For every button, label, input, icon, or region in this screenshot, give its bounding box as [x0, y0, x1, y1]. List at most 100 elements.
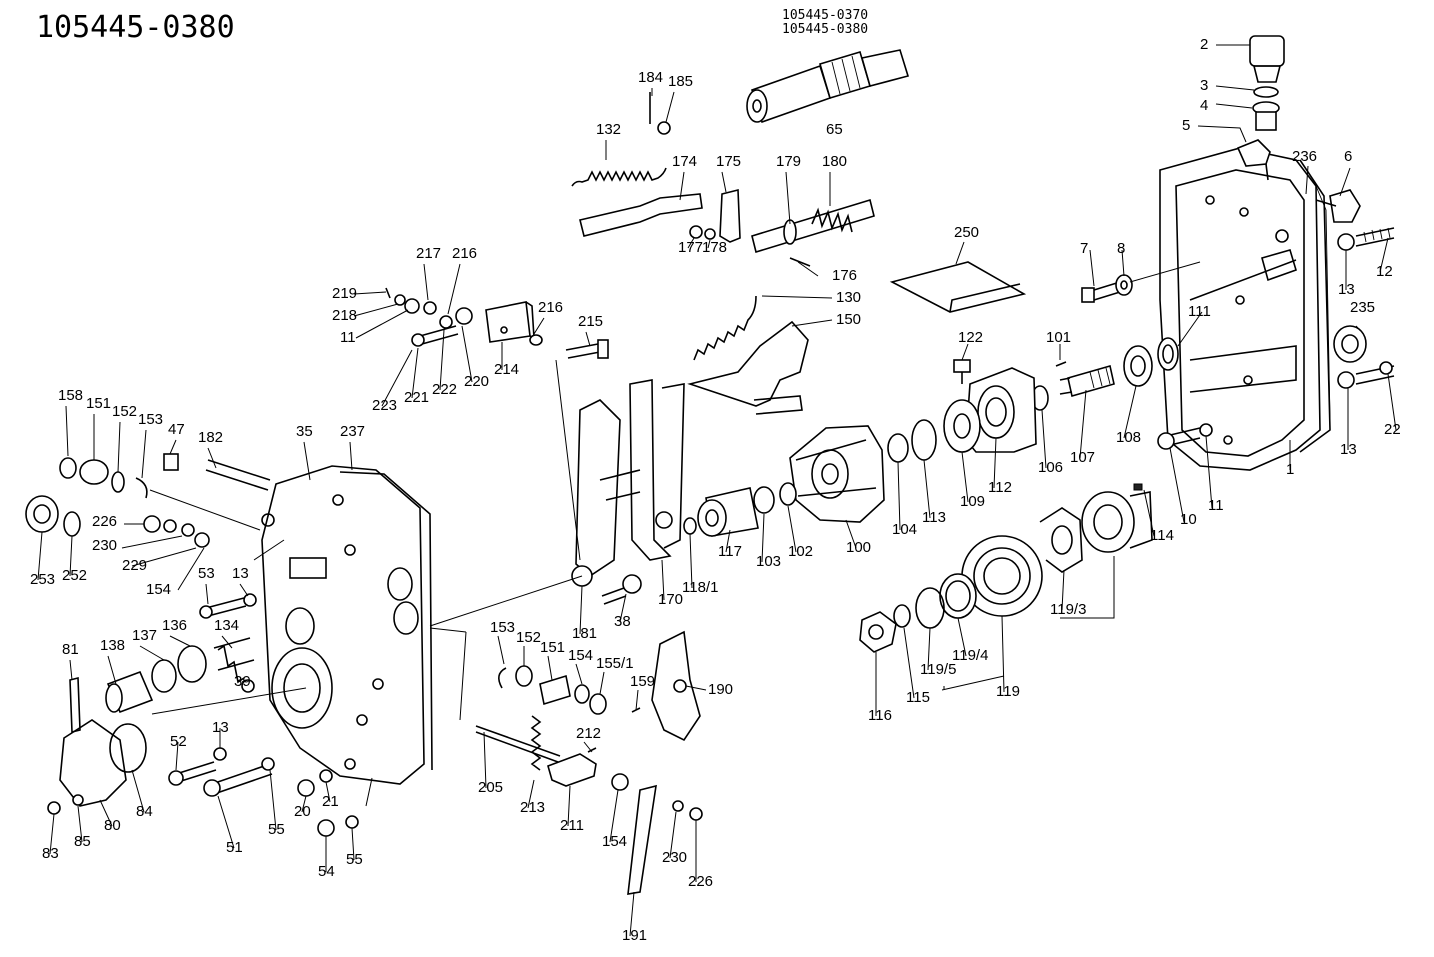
shaft-group-middle [498, 630, 701, 742]
callout-222: 222 [432, 381, 457, 398]
callout-212: 212 [576, 725, 601, 742]
sleeve-117-rings [683, 482, 797, 537]
callout-230: 230 [92, 537, 117, 554]
callout-226: 226 [688, 873, 713, 890]
callout-138: 138 [100, 637, 125, 654]
callout-81: 81 [62, 641, 79, 658]
callout-38: 38 [614, 613, 631, 630]
callout-153: 153 [490, 619, 515, 636]
callout-152: 152 [112, 403, 137, 420]
callout-177: 177 [678, 239, 703, 256]
bracket-175 [719, 188, 741, 243]
callout-111: 111 [1188, 303, 1211, 320]
callout-108: 108 [1116, 429, 1141, 446]
callout-155-1: 155/1 [596, 655, 634, 672]
callout-216: 216 [538, 299, 563, 316]
screw-176 [789, 257, 811, 267]
callout-211: 211 [560, 817, 584, 834]
callout-154: 154 [602, 833, 627, 850]
callout-229: 229 [122, 557, 147, 574]
gear-assembly-119 [859, 483, 1153, 653]
control-lever-170 [571, 379, 685, 587]
callout-119: 119 [996, 683, 1020, 700]
callout-114: 114 [1150, 527, 1174, 544]
callout-191: 191 [622, 927, 647, 944]
callout-184: 184 [638, 69, 663, 86]
callout-101: 101 [1046, 329, 1071, 346]
key-101 [1055, 361, 1067, 367]
callout-181: 181 [572, 625, 597, 642]
callout-21: 21 [322, 793, 339, 810]
callout-13: 13 [1338, 281, 1355, 298]
callout-10: 10 [1180, 511, 1197, 528]
callout-2: 2 [1200, 36, 1208, 53]
bolt-10-11 [1157, 423, 1213, 450]
callout-179: 179 [776, 153, 801, 170]
callout-119-4: 119/4 [952, 647, 988, 664]
callout-153: 153 [138, 411, 163, 428]
variant-number-2: 105445-0380 [782, 22, 869, 37]
callout-4: 4 [1200, 97, 1208, 114]
block-214-group [385, 287, 609, 359]
nut-177 [689, 225, 703, 239]
callout-219: 219 [332, 285, 357, 302]
callout-116: 116 [868, 707, 892, 724]
callout-53: 53 [198, 565, 215, 582]
callout-117: 117 [718, 543, 742, 560]
callout-85: 85 [74, 833, 91, 850]
callout-170: 170 [658, 591, 683, 608]
adjuster-group [105, 637, 255, 714]
callout-3: 3 [1200, 77, 1208, 94]
callout-134: 134 [214, 617, 239, 634]
cover-plate-250 [889, 261, 1027, 313]
screw-plug-stack [1236, 35, 1285, 181]
callout-252: 252 [62, 567, 87, 584]
link-group-bottom [475, 715, 703, 895]
callout-106: 106 [1038, 459, 1063, 476]
callout-119-5: 119/5 [920, 661, 956, 678]
flyweight-assembly-100 [789, 425, 885, 523]
page-title: 105445-0380 [36, 10, 235, 45]
callout-154: 154 [146, 581, 171, 598]
callout-159: 159 [630, 673, 655, 690]
callout-250: 250 [954, 224, 979, 241]
callout-151: 151 [86, 395, 111, 412]
callout-151: 151 [540, 639, 565, 656]
shaft-179-spring-180 [751, 198, 875, 254]
drive-shaft-assembly [1059, 337, 1179, 398]
callout-154: 154 [568, 647, 593, 664]
callout-52: 52 [170, 733, 187, 750]
callout-130: 130 [836, 289, 861, 306]
pump-housing [1159, 147, 1331, 471]
callout-109: 109 [960, 493, 985, 510]
callout-51: 51 [226, 839, 243, 856]
callout-218: 218 [332, 307, 357, 324]
callout-12: 12 [1376, 263, 1393, 280]
callout-221: 221 [404, 389, 429, 406]
leader-lines [37, 44, 1397, 937]
plug-253 [25, 495, 81, 537]
callout-65: 65 [826, 121, 843, 138]
callout-103: 103 [756, 553, 781, 570]
callout-158: 158 [58, 387, 83, 404]
washer-185 [657, 121, 671, 135]
nut-group-left [143, 515, 210, 548]
callout-217: 217 [416, 245, 441, 262]
callout-11: 11 [340, 329, 356, 346]
callout-220: 220 [464, 373, 489, 390]
callout-13: 13 [212, 719, 229, 736]
callout-118-1: 118/1 [682, 579, 718, 596]
callout-253: 253 [30, 571, 55, 588]
side-fittings [1315, 189, 1395, 389]
callout-80: 80 [104, 817, 121, 834]
callout-11: 11 [1208, 497, 1224, 514]
callout-236: 236 [1292, 148, 1317, 165]
callout-216: 216 [452, 245, 477, 262]
link-lever-174 [579, 193, 703, 237]
callout-237: 237 [340, 423, 365, 440]
callout-205: 205 [478, 779, 503, 796]
governor-cover-35 [261, 465, 433, 785]
callout-107: 107 [1070, 449, 1095, 466]
callout-113: 113 [922, 509, 946, 526]
